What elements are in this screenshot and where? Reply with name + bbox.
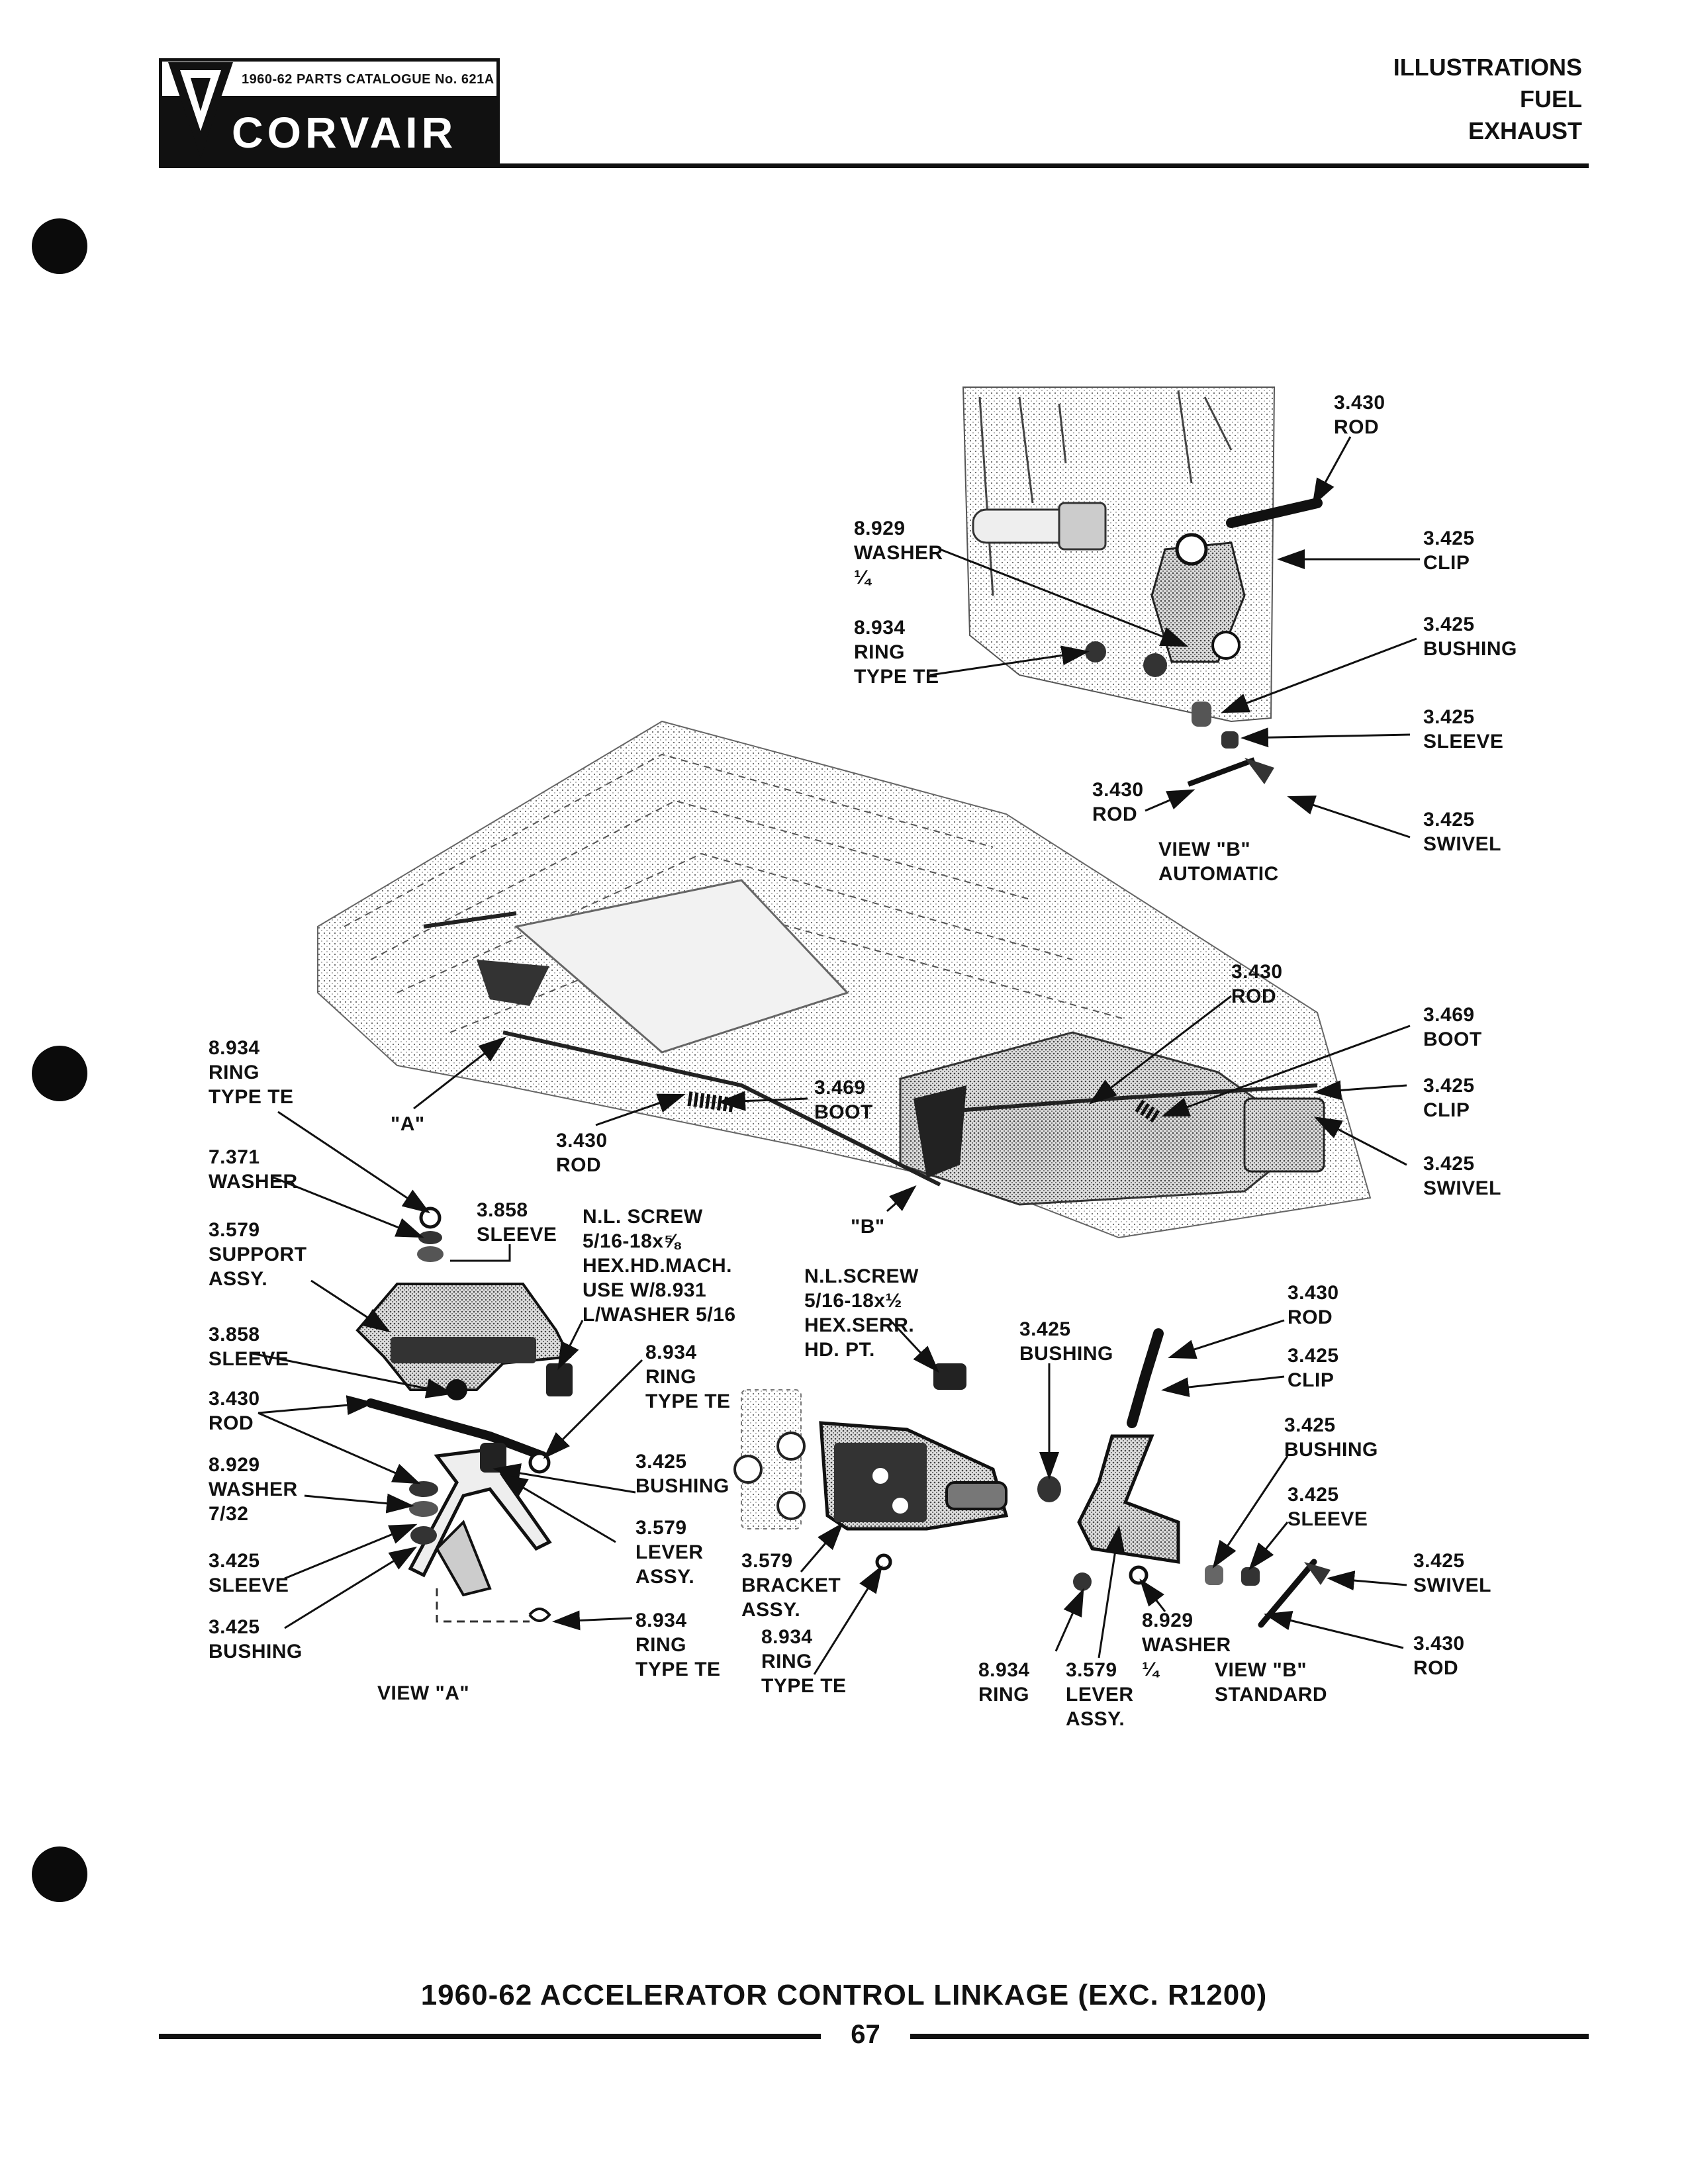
label-main-swivel-right: 3.425 SWIVEL (1423, 1153, 1502, 1199)
binder-hole-middle (32, 1046, 87, 1101)
label-s-ring-left: 8.934 RING TYPE TE (761, 1626, 847, 1697)
label-a-screw: N.L. SCREW 5/16-18x⅝ HEX.HD.MACH. USE W/… (583, 1206, 736, 1326)
label-b-auto-swivel: 3.425 SWIVEL (1423, 809, 1502, 855)
label-main-boot-center: 3.469 BOOT (814, 1077, 873, 1123)
label-marker-a: "A" (391, 1113, 425, 1135)
label-b-auto-rod-top: 3.430 ROD (1334, 392, 1385, 438)
label-b-auto-ring: 8.934 RING TYPE TE (854, 617, 939, 688)
label-a-bushing-mid: 3.425 BUSHING (635, 1451, 729, 1497)
corvair-logo: 1960-62 PARTS CATALOGUE No. 621A CORVAIR (159, 58, 500, 168)
label-main-rod-right: 3.430 ROD (1231, 961, 1283, 1007)
logo-emblem-icon (168, 62, 233, 158)
label-main-clip-right: 3.425 CLIP (1423, 1075, 1475, 1121)
label-a-washer: 8.929 WASHER 7/32 (209, 1454, 298, 1525)
logo-brand-text: CORVAIR (232, 108, 457, 157)
view-a-figure (355, 1206, 573, 1623)
label-b-auto-bushing: 3.425 BUSHING (1423, 614, 1517, 660)
label-a-bushing-low: 3.425 BUSHING (209, 1616, 303, 1662)
section-exhaust: EXHAUST (1468, 117, 1582, 144)
label-a-ring-mid: 8.934 RING TYPE TE (645, 1342, 731, 1412)
page-number: 67 (851, 2020, 880, 2049)
label-view-b-automatic: VIEW "B" AUTOMATIC (1158, 839, 1279, 885)
label-a-washer-top: 7.371 WASHER (209, 1146, 298, 1193)
label-s-swivel: 3.425 SWIVEL (1413, 1550, 1492, 1596)
label-b-auto-clip: 3.425 CLIP (1423, 527, 1475, 574)
label-s-washer: 8.929 WASHER ¼ (1142, 1610, 1231, 1680)
label-view-a: VIEW "A" (377, 1682, 470, 1704)
binder-hole-top (32, 218, 87, 274)
footer-rule-right (910, 2034, 1589, 2039)
view-b-automatic-figure (962, 387, 1323, 787)
label-s-screw: N.L.SCREW 5/16-18x½ HEX.SERR. HD. PT. (804, 1265, 919, 1361)
label-s-bracket: 3.579 BRACKET ASSY. (741, 1550, 841, 1621)
header-rule (159, 163, 1589, 168)
label-s-bushing-top: 3.425 BUSHING (1019, 1318, 1113, 1365)
label-s-clip: 3.425 CLIP (1288, 1345, 1339, 1391)
section-illustrations: ILLUSTRATIONS (1393, 54, 1582, 81)
label-s-ring: 8.934 RING (978, 1659, 1030, 1706)
label-b-auto-washer: 8.929 WASHER ¼ (854, 518, 943, 588)
label-a-sleeve-top: 3.858 SLEEVE (477, 1199, 557, 1246)
label-a-support: 3.579 SUPPORT ASSY. (209, 1219, 307, 1290)
view-b-standard-figure (733, 1328, 1331, 1628)
footer-rule-left (159, 2034, 821, 2039)
label-s-rod-low: 3.430 ROD (1413, 1633, 1465, 1679)
logo-catalogue-text: 1960-62 PARTS CATALOGUE No. 621A (242, 72, 494, 87)
binder-hole-bottom (32, 1846, 87, 1902)
label-a-sleeve: 3.425 SLEEVE (209, 1550, 289, 1596)
label-a-ring-low: 8.934 RING TYPE TE (635, 1610, 721, 1680)
label-s-rod-top: 3.430 ROD (1288, 1282, 1339, 1328)
figure-caption: 1960-62 ACCELERATOR CONTROL LINKAGE (EXC… (420, 1979, 1268, 2011)
label-s-lever: 3.579 LEVER ASSY. (1066, 1659, 1134, 1730)
label-s-sleeve: 3.425 SLEEVE (1288, 1484, 1368, 1530)
label-main-boot-right: 3.469 BOOT (1423, 1004, 1482, 1050)
section-heading: ILLUSTRATIONS FUEL EXHAUST (1393, 52, 1582, 147)
label-view-b-standard: VIEW "B" STANDARD (1215, 1659, 1328, 1706)
section-fuel: FUEL (1520, 85, 1582, 113)
label-s-bushing-right: 3.425 BUSHING (1284, 1414, 1378, 1461)
label-marker-b: "B" (851, 1216, 885, 1238)
leader-lines (251, 436, 1420, 1675)
label-main-rod-center: 3.430 ROD (556, 1130, 608, 1176)
label-a-rod: 3.430 ROD (209, 1388, 260, 1434)
label-a-ring-top: 8.934 RING TYPE TE (209, 1037, 294, 1108)
label-a-lever: 3.579 LEVER ASSY. (635, 1517, 704, 1588)
label-b-auto-sleeve: 3.425 SLEEVE (1423, 706, 1504, 752)
floor-pan-figure (317, 720, 1372, 1239)
label-a-sleeve-mid: 3.858 SLEEVE (209, 1324, 289, 1370)
label-b-auto-rod-low: 3.430 ROD (1092, 779, 1144, 825)
